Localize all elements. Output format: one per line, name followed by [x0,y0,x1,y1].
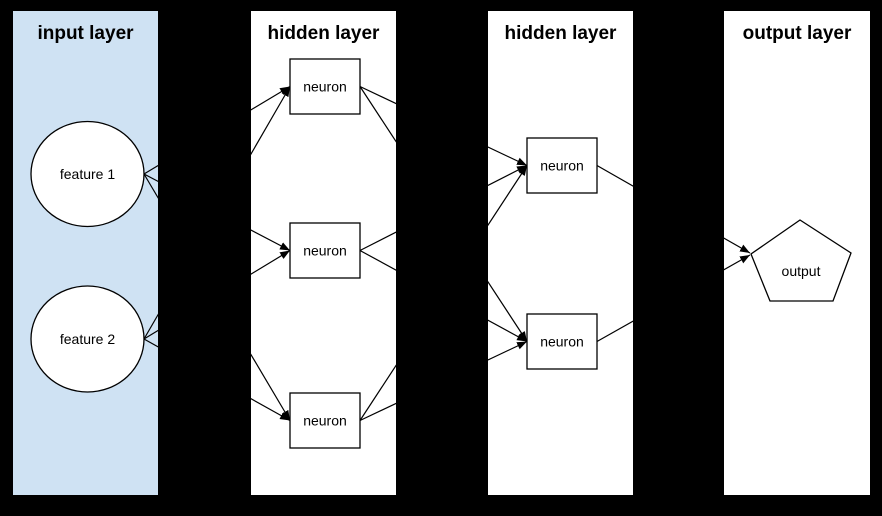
hidden2-neuron2-rect[interactable] [526,313,598,370]
node-hidden1-neuron3[interactable]: neuron [289,392,361,449]
hidden1-neuron1-rect[interactable] [289,58,361,115]
node-hidden2-neuron2[interactable]: neuron [526,313,598,370]
node-hidden2-neuron1[interactable]: neuron [526,137,598,194]
hidden1-neuron3-label: neuron [303,413,347,429]
output-layer-title: output layer [743,23,852,44]
hidden-layer-2-title: hidden layer [505,23,618,44]
node-output[interactable]: output [750,219,852,302]
hidden1-neuron2-rect[interactable] [289,222,361,279]
feature-2-label: feature 2 [60,331,115,347]
hidden1-neuron1-label: neuron [303,79,347,95]
hidden1-neuron2-label: neuron [303,243,347,259]
input-layer-title: input layer [37,23,134,44]
hidden2-neuron1-rect[interactable] [526,137,598,194]
panel-hidden-layer-2 [488,11,633,495]
feature-1-label: feature 1 [60,166,115,182]
output-label: output [782,263,821,279]
node-feature-2[interactable]: feature 2 [30,285,145,393]
feature-1-ellipse[interactable] [30,120,145,228]
hidden2-neuron2-label: neuron [540,334,584,350]
node-hidden1-neuron1[interactable]: neuron [289,58,361,115]
hidden1-neuron3-rect[interactable] [289,392,361,449]
output-pentagon[interactable] [750,219,852,302]
panel-input-layer [13,11,158,495]
feature-2-ellipse[interactable] [30,285,145,393]
node-hidden1-neuron2[interactable]: neuron [289,222,361,279]
hidden2-neuron1-label: neuron [540,158,584,174]
hidden-layer-1-title: hidden layer [268,23,381,44]
node-feature-1[interactable]: feature 1 [30,120,145,228]
